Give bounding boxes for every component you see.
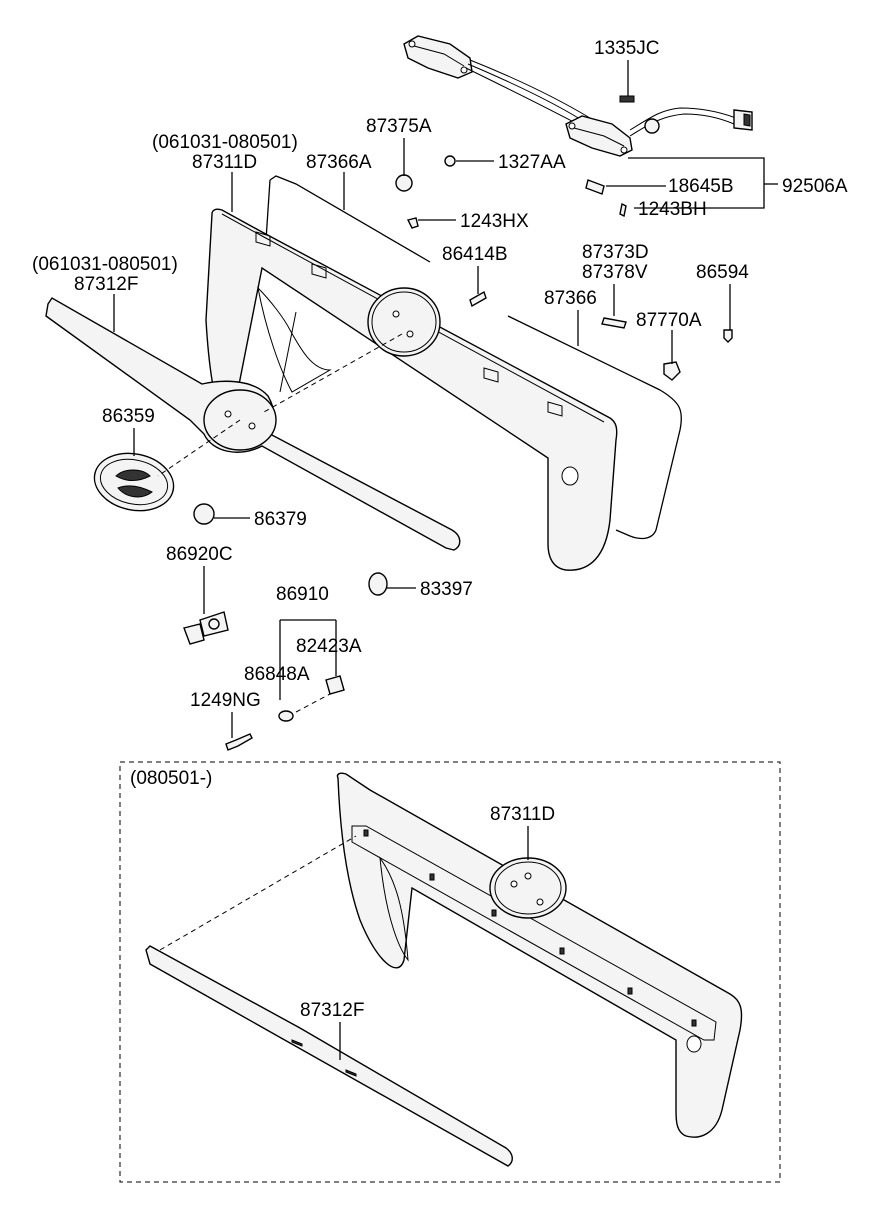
label-86920c: 86920C xyxy=(166,544,233,565)
87366-seal xyxy=(507,315,683,540)
1327aa-nut xyxy=(444,155,456,167)
license-lamp-harness xyxy=(403,35,753,157)
label-18645b: 18645B xyxy=(668,176,734,197)
emblem-86359 xyxy=(93,452,175,512)
1249ng-screw xyxy=(225,733,253,751)
label-82423a: 82423A xyxy=(296,636,362,657)
label-86848a: 86848A xyxy=(244,664,310,685)
87373d-pad xyxy=(601,317,627,329)
label-86594: 86594 xyxy=(696,262,749,283)
inset-label-87311d: 87311D xyxy=(490,804,555,825)
86920c-fastener xyxy=(183,611,229,645)
label-87373d: 87373D xyxy=(582,242,649,263)
87375a-cap xyxy=(395,174,413,192)
label-1327aa: 1327AA xyxy=(498,152,566,173)
label-86359: 86359 xyxy=(102,406,155,427)
label-87311d: 87311D xyxy=(192,152,257,173)
inset-moulding-87312f xyxy=(145,945,513,1167)
label-83397: 83397 xyxy=(420,579,473,600)
1335jc-clip xyxy=(619,95,635,103)
1243bh-screw xyxy=(619,202,627,218)
inset-label-87312f: 87312F xyxy=(300,1000,364,1021)
87770a-clip xyxy=(663,361,681,381)
inset-garnish-87311d xyxy=(336,772,743,1138)
label-86414b: 86414B xyxy=(442,244,508,265)
86848a-washer xyxy=(278,710,294,722)
label-86379: 86379 xyxy=(254,509,307,530)
label-92506a: 92506A xyxy=(782,176,848,197)
87366a-seal xyxy=(269,175,431,263)
18645b-bulb xyxy=(585,179,605,195)
1243hx-screw xyxy=(406,217,419,229)
label-87312f: 87312F xyxy=(74,274,138,295)
garnish-panel-87311d xyxy=(205,208,618,571)
inset-title: (080501-) xyxy=(130,768,212,789)
label-87366a: 87366A xyxy=(306,152,372,173)
label-87770a: 87770A xyxy=(636,310,702,331)
label-87378v: 87378V xyxy=(582,262,648,283)
label-1243bh: 1243BH xyxy=(638,199,707,220)
label-87375a: 87375A xyxy=(366,116,432,137)
82423a-clip xyxy=(325,675,345,695)
86379-grommet xyxy=(193,503,215,525)
86594-clip xyxy=(723,329,733,343)
label-date-range-1: (061031-080501) xyxy=(152,132,298,153)
label-date-range-2: (061031-080501) xyxy=(32,254,178,275)
label-86910: 86910 xyxy=(276,584,329,605)
label-1335jc: 1335JC xyxy=(594,38,660,59)
label-1243hx: 1243HX xyxy=(460,211,529,232)
label-87366: 87366 xyxy=(544,288,597,309)
83397-plug xyxy=(368,572,388,596)
86414b-bolt xyxy=(469,290,487,308)
label-1249ng: 1249NG xyxy=(190,690,261,711)
